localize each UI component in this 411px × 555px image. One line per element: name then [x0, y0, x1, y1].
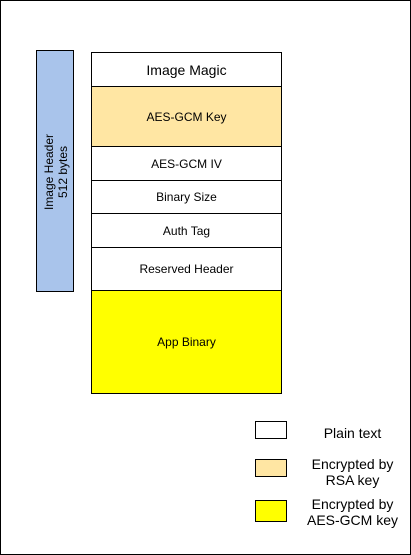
block-image-magic: Image Magic — [91, 52, 282, 87]
legend-plain-text: Plain text — [255, 421, 405, 441]
legend-aes-gcm-label: Encrypted by AES-GCM key — [306, 496, 398, 528]
block-binary-size: Binary Size — [91, 180, 282, 214]
block-app-binary-label: App Binary — [157, 335, 216, 349]
block-auth-tag: Auth Tag — [91, 213, 282, 248]
legend-rsa-label: Encrypted by RSA key — [311, 456, 394, 488]
image-header-size: 512 bytes — [56, 145, 70, 199]
block-image-magic-label: Image Magic — [146, 61, 227, 78]
block-aes-gcm-iv-label: AES-GCM IV — [151, 156, 222, 171]
legend-swatch-aes-gcm — [255, 500, 287, 522]
legend-plain-text-label: Plain text — [323, 425, 382, 441]
image-layout-stack: Image Magic AES-GCM Key AES-GCM IV Binar… — [91, 52, 282, 394]
image-header-bar: Image Header 512 bytes — [36, 50, 74, 292]
block-app-binary: App Binary — [91, 290, 282, 394]
block-reserved-header: Reserved Header — [91, 247, 282, 291]
legend-rsa: Encrypted by RSA key — [255, 456, 405, 490]
block-auth-tag-label: Auth Tag — [162, 223, 211, 238]
block-aes-gcm-iv: AES-GCM IV — [91, 146, 282, 181]
block-reserved-header-label: Reserved Header — [139, 262, 234, 276]
block-aes-gcm-key-label: AES-GCM Key — [146, 109, 227, 124]
legend-swatch-rsa — [255, 459, 287, 477]
block-binary-size-label: Binary Size — [156, 190, 217, 204]
legend-aes-gcm: Encrypted by AES-GCM key — [255, 496, 405, 530]
block-aes-gcm-key: AES-GCM Key — [91, 86, 282, 147]
legend-swatch-plain — [255, 421, 287, 439]
image-header-title: Image Header — [42, 133, 56, 211]
image-header-label: Image Header 512 bytes — [37, 51, 75, 293]
